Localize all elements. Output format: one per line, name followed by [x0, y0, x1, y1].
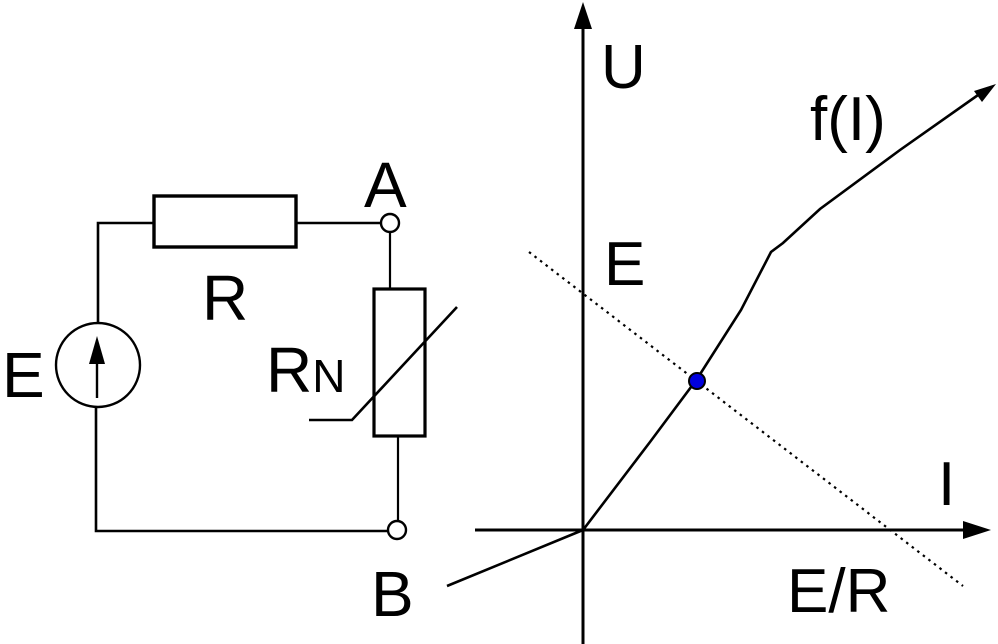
- wire-bottom-return: [94, 407, 388, 533]
- terminal-a-label: A: [364, 149, 407, 221]
- circuit-schematic: [54, 194, 458, 541]
- device-curve: [446, 86, 989, 588]
- device-curve-arrow-icon: [974, 84, 996, 102]
- operating-point-dot: [688, 372, 706, 390]
- load-line: [528, 251, 964, 587]
- voltage-source-arrow-icon: [89, 336, 105, 364]
- terminal-b-node: [386, 519, 408, 541]
- wire-source-to-resistor: [96, 221, 154, 323]
- nonlinear-resistor-diagonal: [309, 306, 458, 422]
- terminal-a-node: [379, 212, 401, 234]
- iv-characteristic-graph: [446, 2, 996, 644]
- nonlinear-resistor-label-sub: N: [312, 350, 345, 402]
- u-axis-label: U: [601, 33, 646, 102]
- terminal-b-label: B: [371, 558, 414, 630]
- source-label: E: [2, 339, 45, 411]
- i-axis-label: I: [938, 450, 955, 519]
- voltage-source-circle: [54, 321, 142, 409]
- emf-intercept-label: E: [604, 230, 645, 299]
- resistor-r-body: [152, 194, 298, 249]
- nonlinear-resistor-label: RN: [266, 334, 345, 406]
- current-intercept-label: E/R: [787, 557, 890, 626]
- resistor-label: R: [202, 262, 248, 334]
- i-axis-arrow-icon: [963, 521, 991, 539]
- nonlinear-resistor-label-main: R: [266, 334, 312, 406]
- u-axis-arrow-icon: [574, 2, 592, 29]
- curve-label: f(I): [810, 85, 886, 154]
- nonlinear-resistor-body: [372, 287, 427, 438]
